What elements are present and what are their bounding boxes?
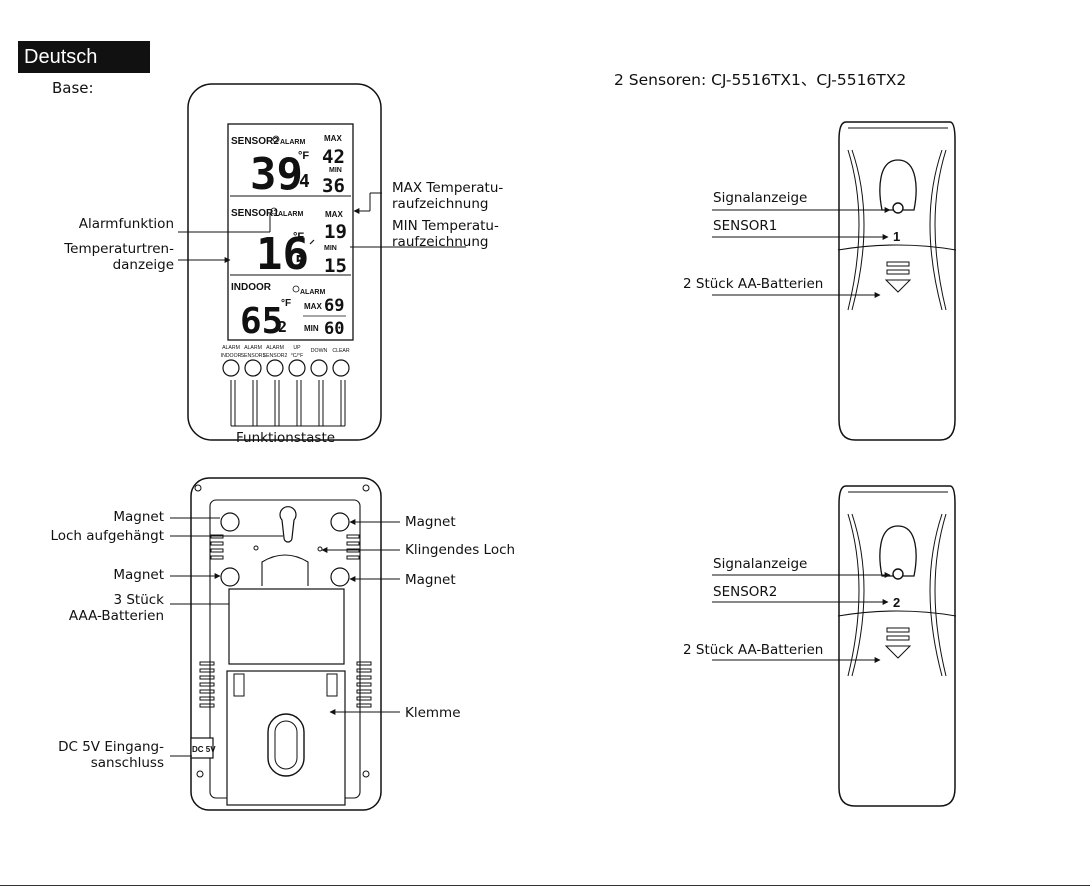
lcd-sensor1-max-label: MAX [325,210,343,219]
lcd-indoor-temp: 65 [240,301,283,342]
battery-compartment [228,588,345,665]
dc-input-jack [190,737,214,759]
sensor1-housing [838,121,956,441]
lcd-sensor1-decimal: 5 [295,252,306,273]
button-label-bottom: SENSOR2 [263,353,288,359]
signal-indicator [892,568,904,580]
magnet-top-right [330,512,350,532]
lcd-sensor1-min-value: 15 [324,255,347,277]
base-station-front: SENSOR2 ALARM MAX 39 4 °F 42 MIN 36 SENS… [178,83,466,441]
alarm-icon [270,207,278,215]
button-label-bottom: °C/°F [291,353,304,359]
lcd-sensor2-unit: °F [298,150,309,162]
sensor1-device: 1 [712,121,957,441]
label-sensor1-battery: 2 Stück AA-Batterien [683,276,824,292]
label-sound-hole: Klingendes Loch [405,542,516,558]
lcd-sensor2-min-label: MIN [329,167,342,174]
lcd-sensor2-label: SENSOR2 [231,136,279,147]
magnet-bottom-left [220,567,240,587]
battery-door-grip [884,627,912,659]
label-trend-display: Temperaturtren- danzeige [64,241,174,273]
lcd-sensor2-max-value: 42 [322,146,345,168]
clear-button[interactable] [332,359,350,377]
button-label-top: ALARM [222,345,240,351]
label-sensor2-signal: Signalanzeige [713,556,808,572]
lcd-indoor-min-label: MIN [304,324,319,333]
label-magnet-bottom-right: Magnet [405,572,456,588]
button-label-bottom: CLEAR [332,348,350,354]
up-unit-button[interactable] [288,359,306,377]
dc-jack-label: DC 5V [192,745,216,754]
button-label-bottom: SENSOR1 [241,353,266,359]
label-sensor1-channel: SENSOR1 [713,218,778,234]
lcd-sensor1-label: SENSOR1 [231,208,279,219]
battery-door-grip [884,261,912,293]
label-batteries: 3 Stück AAA-Batterien [68,592,164,624]
label-min-record: MIN Temperatu- raufzeichnung [392,218,499,250]
sensors-heading: 2 Sensoren: CJ-5516TX1、CJ-5516TX2 [614,71,907,89]
lcd-sensor1-min-label: MIN [324,245,337,252]
lcd-sensor1-temp: 16 [256,229,309,280]
alarm-sensor1-button[interactable] [244,359,262,377]
label-dc-input: DC 5V Eingang- sanschluss [58,739,164,771]
hanging-hole [279,506,297,543]
signal-indicator [892,202,904,214]
down-button[interactable] [310,359,328,377]
alarm-indoor-button[interactable] [222,359,240,377]
button-label-top: ALARM [244,345,262,351]
lcd-sensor2-min-value: 36 [322,175,345,197]
lcd-sensor1-unit: °F [293,231,304,243]
lcd-sensor2-decimal: 4 [299,171,310,192]
lcd-indoor-max-label: MAX [304,302,322,311]
magnet-top-left [220,512,240,532]
button-label-bottom: INDOOR [221,353,242,359]
sensor2-number: 2 [893,595,900,610]
base-heading: Base: [52,79,94,97]
lcd-indoor-min-value: 60 [324,319,344,339]
lcd-sensor1-max-value: 19 [324,221,347,243]
sensor1-number: 1 [893,229,900,244]
magnet-bottom-right [330,567,350,587]
function-key-bracket [230,380,346,427]
function-buttons [222,359,350,377]
language-badge: Deutsch [18,41,150,73]
label-max-record: MAX Temperatu- raufzeichnung [392,180,504,212]
sensor2-device: 2 [712,485,957,807]
label-magnet-top-right: Magnet [405,514,456,530]
label-sensor2-channel: SENSOR2 [713,584,778,600]
label-hanging-hole: Loch aufgehängt [50,528,164,544]
button-label-bottom: DOWN [311,348,328,354]
lcd-sensor2-max-label: MAX [324,134,342,143]
button-label-top: ALARM [266,345,284,351]
label-sensor2-battery: 2 Stück AA-Batterien [683,642,824,658]
lcd-indoor-decimal: 2 [278,318,287,336]
label-magnet-top-left: Magnet [113,509,164,525]
lcd-indoor-max-value: 69 [324,296,344,316]
lcd-sensor2-temp: 39 [250,149,303,200]
footer-rule [0,885,1090,886]
alarm-icon [292,285,300,293]
alarm-icon [272,135,280,143]
lcd-sensor2-alarm: ALARM [280,139,305,146]
button-labels: ALARM INDOOR ALARM SENSOR1 ALARM SENSOR2… [221,345,350,359]
lcd-sensor1-alarm: ALARM [278,211,303,218]
label-alarm-function: Alarmfunktion [78,216,174,232]
base-station-back: DC 5V [170,477,400,811]
label-magnet-bottom-left: Magnet [113,567,164,583]
label-clamp: Klemme [405,705,461,721]
lcd-indoor-unit: °F [281,298,291,309]
lcd-indoor-label: INDOOR [231,282,272,293]
alarm-sensor2-button[interactable] [266,359,284,377]
vent-slots [199,534,372,708]
trend-arrow-icon [309,239,315,245]
label-function-keys: Funktionstaste [236,430,336,446]
lcd-indoor-alarm: ALARM [300,289,325,296]
button-label-top: UP [293,345,301,351]
label-sensor1-signal: Signalanzeige [713,190,808,206]
